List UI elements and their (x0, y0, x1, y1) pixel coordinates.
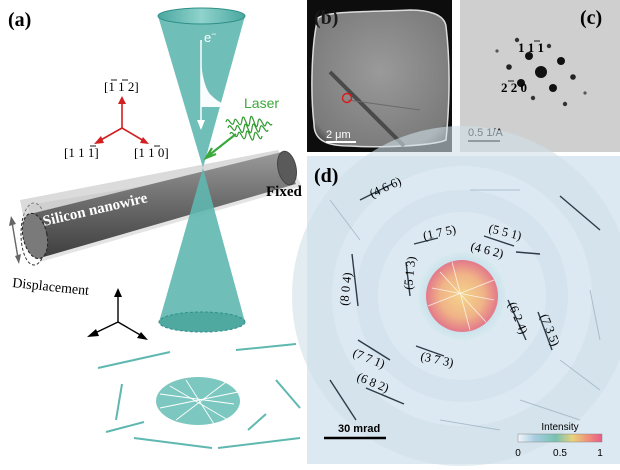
lower-beam-cone (159, 168, 245, 322)
disk-lines (159, 379, 239, 425)
panel-d: (4 6 6) (1 7 5) (5 5 1) (4 6 2) (5 1 3) … (292, 126, 620, 466)
lower-cone-rim (158, 311, 246, 333)
central-disk-lines (427, 261, 495, 331)
spot-h (546, 43, 552, 49)
colorbar (517, 433, 603, 443)
diffraction-streaks (329, 183, 601, 421)
panel-c-index-111: 1 1 1 (518, 40, 544, 55)
colorbar-tick-0: 0 (515, 448, 521, 459)
lab-axes (92, 294, 143, 337)
tem-membrane (311, 9, 450, 148)
spot-g (530, 95, 536, 101)
panel-a: (a) e− Laser [1 1 2] [1 1 1] (8, 7, 302, 449)
direction-110: [1 1 0] (134, 145, 169, 160)
displacement-label: Displacement (12, 276, 90, 299)
panel-d-label: (d) (314, 165, 338, 187)
index-804: (8 0 4) (337, 272, 354, 307)
index-373: (3 7 3) (419, 349, 455, 370)
spot-m220 (557, 57, 565, 65)
panel-b-label: (b) (314, 7, 338, 29)
spot-b (570, 74, 576, 80)
colorbar-tick-05: 0.5 (553, 448, 567, 459)
electron-wavepacket-edge (200, 83, 231, 108)
panel-c-index-220: 2 2 0 (501, 80, 527, 95)
direction-112: [1 1 2] (104, 79, 139, 94)
spot-111 (525, 52, 533, 60)
spot-220 (517, 79, 525, 87)
laser-pulse (225, 116, 273, 141)
diffraction-disk (156, 377, 240, 425)
panel-c: 1 1 1 2 2 0 0.5 1/A (c) (460, 0, 620, 152)
direction-111: [1 1 1] (64, 145, 99, 160)
index-175: (1 7 5) (422, 222, 458, 243)
diffraction-screen (97, 343, 301, 449)
spot-f (583, 91, 587, 95)
panel-b-scale-label: 2 μm (326, 129, 351, 141)
nanowire-image-2 (347, 99, 421, 111)
upper-cone-rim (157, 7, 246, 25)
panel-c-label: (c) (580, 7, 602, 29)
laser-label: Laser (244, 95, 279, 111)
spot-m111 (549, 84, 557, 92)
spot-c (514, 37, 520, 43)
nanowire-image (328, 70, 406, 148)
spot-e (495, 49, 499, 53)
displacement-arrow (11, 221, 19, 259)
crystal-axes (94, 96, 149, 144)
nanowire-fixed-end (277, 150, 297, 186)
target-marker (341, 92, 353, 104)
fixed-label: Fixed (266, 184, 302, 200)
electron-label: e− (204, 29, 217, 45)
panel-b: 2 μm (b) (307, 0, 452, 152)
colorbar-tick-1: 1 (597, 448, 603, 459)
panel-d-scale-label: 30 mrad (338, 423, 380, 435)
colorbar-title: Intensity (541, 422, 578, 433)
index-513: (5 1 3) (401, 256, 418, 291)
spot-center (535, 66, 547, 78)
spot-d (562, 101, 568, 107)
nanowire-free-end (21, 212, 49, 260)
laser-arrow (203, 133, 237, 161)
silicon-nanowire (30, 152, 296, 258)
panel-a-label: (a) (8, 9, 31, 31)
faint-streaks (329, 189, 601, 431)
spot-a (506, 64, 512, 70)
electron-arrowhead (197, 120, 205, 130)
